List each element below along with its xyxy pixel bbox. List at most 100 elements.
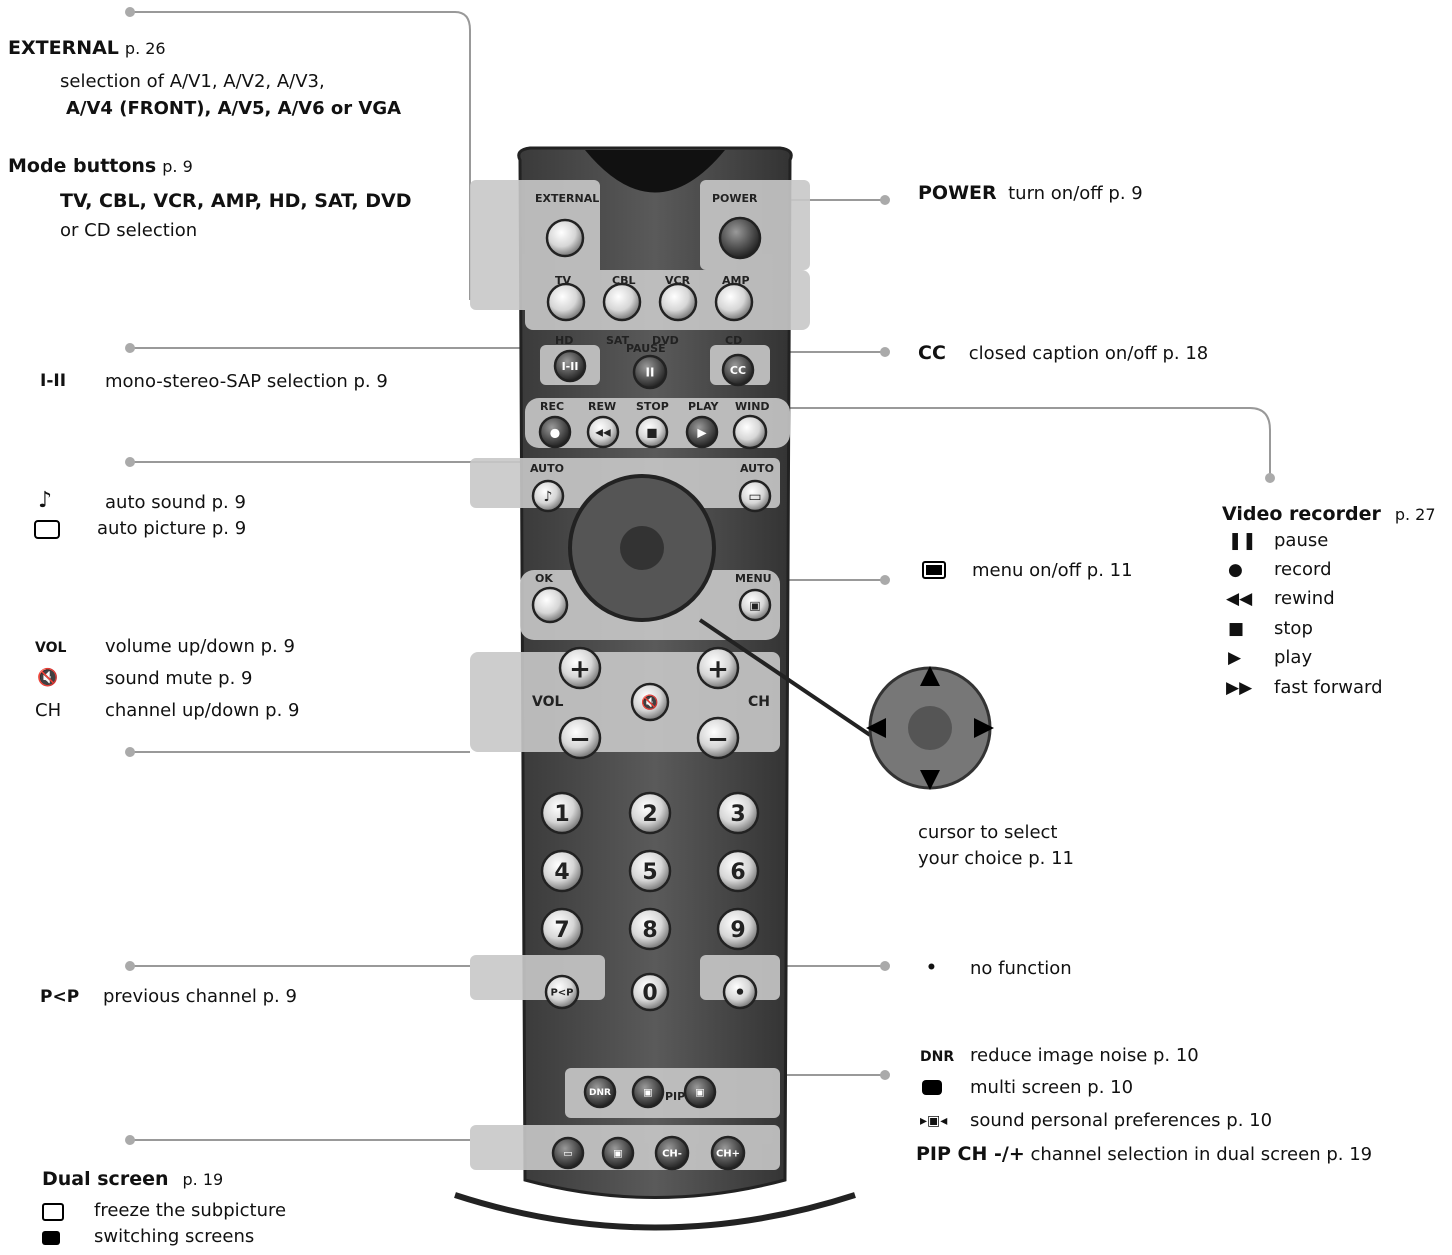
- digit-button-5[interactable]: 5: [628, 849, 672, 893]
- rec-button[interactable]: ●: [538, 415, 572, 449]
- freeze-icon: [42, 1203, 64, 1221]
- auto-picture-button[interactable]: ▭: [738, 479, 772, 513]
- remote-labels: EXTERNAL POWER TV CBL VCR AMP HD SAT DVD…: [530, 192, 774, 1103]
- cursor-enlarged: [866, 666, 994, 790]
- switch-icon: [42, 1231, 60, 1245]
- mode-button-cbl[interactable]: [602, 282, 642, 322]
- sound-pref-button[interactable]: ▣: [683, 1075, 717, 1109]
- rew-button[interactable]: ◀◀: [586, 415, 620, 449]
- menu-button[interactable]: ▣: [738, 588, 772, 622]
- svg-text:CH-: CH-: [662, 1149, 682, 1160]
- mono-symbol: I-II: [40, 371, 67, 391]
- multi-text: multi screen p. 10: [970, 1077, 1134, 1098]
- stop-button[interactable]: ■: [635, 415, 669, 449]
- arrow-right-icon: [974, 718, 994, 738]
- freeze-button[interactable]: ▭: [551, 1136, 585, 1170]
- vol-down-button[interactable]: −: [558, 716, 602, 760]
- mode-button-tv[interactable]: [546, 282, 586, 322]
- external-button[interactable]: [545, 218, 585, 258]
- nofunc-text: no function: [970, 958, 1072, 979]
- svg-text:VCR: VCR: [665, 274, 691, 287]
- ch-text: channel up/down p. 9: [105, 700, 300, 721]
- svg-text:−: −: [707, 724, 729, 754]
- svg-text:CH+: CH+: [716, 1149, 740, 1160]
- multi-screen-icon: [922, 1080, 942, 1095]
- pip-ch-plus-button[interactable]: CH+: [710, 1135, 746, 1171]
- digit-button-3[interactable]: 3: [716, 791, 760, 835]
- ch-down-button[interactable]: −: [696, 716, 740, 760]
- svg-text:▭: ▭: [563, 1149, 572, 1160]
- cursor-center[interactable]: [620, 526, 664, 570]
- svg-text:■: ■: [646, 425, 657, 439]
- ch-up-button[interactable]: +: [696, 646, 740, 690]
- arrow-left-icon: [866, 718, 886, 738]
- stop-text: stop: [1274, 618, 1313, 639]
- play-button[interactable]: ▶: [685, 415, 719, 449]
- mode-button-amp[interactable]: [714, 282, 754, 322]
- svg-text:•: •: [734, 982, 746, 1003]
- svg-text:♪: ♪: [544, 489, 553, 505]
- dnr-button[interactable]: DNR: [583, 1075, 617, 1109]
- svg-text:▣: ▣: [613, 1149, 622, 1160]
- pip-ch-minus-button[interactable]: CH-: [654, 1135, 690, 1171]
- svg-text:8: 8: [642, 918, 657, 943]
- sound-pref-text: sound personal preferences p. 10: [970, 1110, 1273, 1131]
- dnr-symbol: DNR: [920, 1049, 955, 1065]
- cc-label: CC closed caption on/off p. 18: [918, 342, 1209, 364]
- auto-sound-button[interactable]: ♪: [531, 479, 565, 513]
- multi-screen-button[interactable]: ▣: [631, 1075, 665, 1109]
- svg-text:0: 0: [642, 981, 657, 1006]
- cc-button[interactable]: CC: [721, 353, 755, 387]
- digit-button-1[interactable]: 1: [540, 791, 584, 835]
- svg-text:STOP: STOP: [636, 400, 669, 413]
- switch-button[interactable]: ▣: [601, 1136, 635, 1170]
- power-button[interactable]: [718, 216, 762, 260]
- vol-up-button[interactable]: +: [558, 646, 602, 690]
- digit-button-6[interactable]: 6: [716, 849, 760, 893]
- i-ii-button[interactable]: I-II: [553, 349, 587, 383]
- arrow-down-icon: [920, 770, 940, 790]
- svg-text:AUTO: AUTO: [740, 462, 774, 475]
- rewind-icon: ◀◀: [1226, 589, 1253, 609]
- power-label: POWER turn on/off p. 9: [918, 182, 1143, 204]
- dot-button[interactable]: •: [722, 974, 758, 1010]
- external-line2: A/V4 (FRONT), A/V5, A/V6 or VGA: [66, 98, 402, 119]
- svg-text:◀◀: ◀◀: [595, 428, 611, 439]
- cursor-line1: cursor to select: [918, 822, 1058, 843]
- digit-button-2[interactable]: 2: [628, 791, 672, 835]
- vol-text: volume up/down p. 9: [105, 636, 295, 657]
- mode-button-vcr[interactable]: [658, 282, 698, 322]
- ff-icon: ▶▶: [1226, 678, 1253, 698]
- pp-text: previous channel p. 9: [103, 986, 297, 1007]
- digit-button-4[interactable]: 4: [540, 849, 584, 893]
- svg-text:II: II: [646, 365, 655, 379]
- cursor-line2: your choice p. 11: [918, 848, 1074, 869]
- pp-button[interactable]: P<P: [544, 974, 580, 1010]
- svg-text:VOL: VOL: [532, 694, 563, 710]
- picture-icon: [34, 520, 60, 539]
- svg-text:▣: ▣: [643, 1088, 652, 1099]
- ok-button[interactable]: [531, 586, 569, 624]
- wind-button[interactable]: [732, 414, 768, 450]
- digit-button-8[interactable]: 8: [628, 907, 672, 951]
- pip-label: PIP CH -/+ channel selection in dual scr…: [916, 1143, 1373, 1165]
- pause-text: pause: [1274, 530, 1329, 551]
- digit-button-9[interactable]: 9: [716, 907, 760, 951]
- svg-text:7: 7: [554, 918, 569, 943]
- svg-text:🔇: 🔇: [641, 694, 658, 711]
- digit-button-0[interactable]: 0: [630, 972, 670, 1012]
- pause-button[interactable]: II: [632, 354, 668, 390]
- svg-text:−: −: [569, 724, 591, 754]
- svg-text:●: ●: [550, 425, 560, 439]
- svg-text:▭: ▭: [748, 489, 761, 505]
- play-text: play: [1274, 647, 1313, 668]
- play-icon: ▶: [1228, 648, 1242, 668]
- mute-button[interactable]: 🔇: [630, 682, 670, 722]
- digit-button-7[interactable]: 7: [540, 907, 584, 951]
